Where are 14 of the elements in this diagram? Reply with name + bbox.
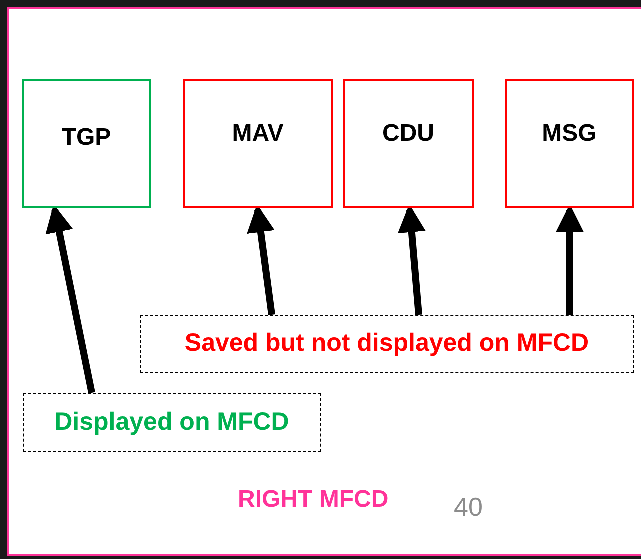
process-box xyxy=(22,79,151,208)
node-label: Displayed on MFCD xyxy=(54,406,290,438)
note-box xyxy=(140,315,634,373)
process-box xyxy=(505,79,634,208)
node-label: CDU xyxy=(382,118,434,148)
node-label: MSG xyxy=(542,118,597,148)
process-box xyxy=(343,79,474,208)
node-label: TGP xyxy=(62,122,112,152)
node-label: MAV xyxy=(232,118,284,148)
node-label: Saved but not displayed on MFCD xyxy=(184,328,590,360)
screen-title: RIGHT MFCD xyxy=(238,485,389,515)
process-box xyxy=(183,79,333,208)
page-number: 40 xyxy=(454,491,483,524)
note-box xyxy=(23,393,321,452)
